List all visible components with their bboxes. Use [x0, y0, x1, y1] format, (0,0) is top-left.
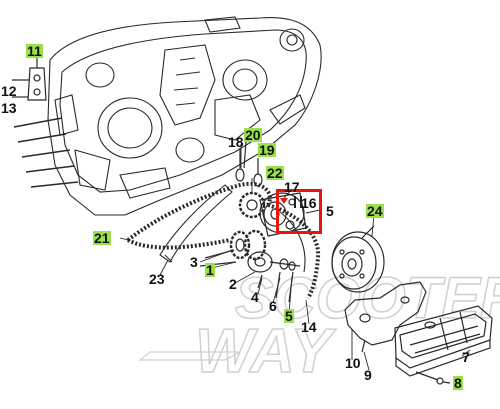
callout-24[interactable]: 24 — [366, 203, 384, 219]
callout-21[interactable]: 21 — [93, 230, 111, 246]
selection-marker-icon — [280, 198, 288, 204]
callout-23[interactable]: 23 — [149, 271, 165, 287]
callout-16[interactable]: 16 — [301, 195, 317, 211]
callout-11[interactable]: 11 — [26, 43, 43, 59]
callout-10[interactable]: 10 — [345, 355, 361, 371]
watermark: SCOOTER WAY — [138, 265, 500, 387]
callout-5-top[interactable]: 5 — [326, 203, 334, 219]
selection-box — [276, 189, 322, 234]
oil-pan — [394, 305, 493, 377]
callout-8[interactable]: 8 — [453, 375, 463, 391]
callout-2[interactable]: 2 — [229, 276, 237, 292]
leader-lines — [36, 58, 471, 371]
callout-1[interactable]: 1 — [205, 262, 215, 278]
studs — [13, 117, 79, 188]
callout-14[interactable]: 14 — [301, 319, 317, 335]
baffle-plate — [344, 281, 427, 353]
callout-6[interactable]: 6 — [269, 298, 277, 314]
callout-19[interactable]: 19 — [258, 142, 276, 158]
callout-7[interactable]: 7 — [462, 349, 470, 365]
callout-18[interactable]: 18 — [228, 134, 244, 150]
callout-4[interactable]: 4 — [251, 289, 259, 305]
chain-guides — [159, 184, 233, 263]
callout-3[interactable]: 3 — [190, 254, 198, 270]
selection-cursor-icon — [294, 196, 302, 208]
callout-20[interactable]: 20 — [244, 127, 262, 143]
callout-17[interactable]: 17 — [284, 179, 300, 195]
callout-13[interactable]: 13 — [1, 100, 17, 116]
callout-22[interactable]: 22 — [266, 165, 284, 181]
callout-5-bottom[interactable]: 5 — [284, 308, 294, 324]
crankcase — [47, 16, 322, 216]
drain-bolt — [415, 371, 451, 385]
callout-9[interactable]: 9 — [364, 367, 372, 383]
pulley — [331, 225, 385, 293]
callout-12[interactable]: 12 — [1, 83, 17, 99]
